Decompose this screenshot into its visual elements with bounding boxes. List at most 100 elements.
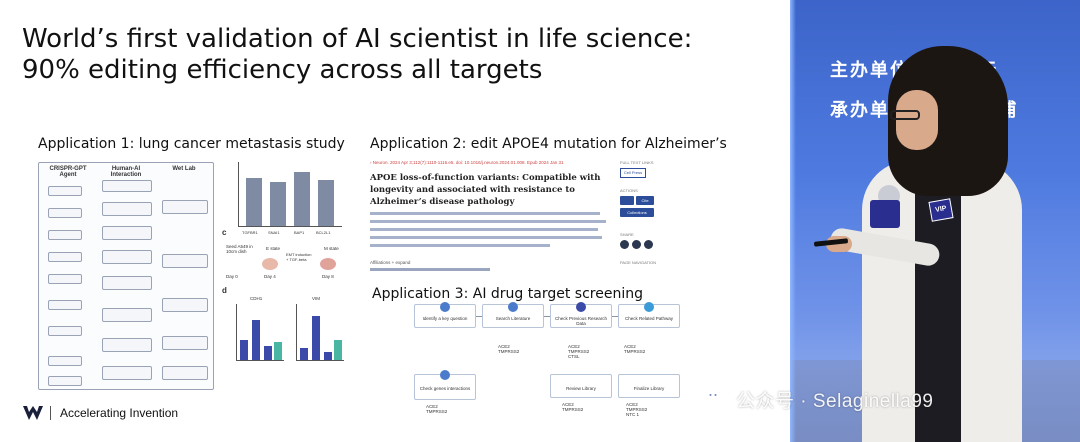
flow-step — [102, 308, 152, 322]
chart-sublabel: VIM — [312, 296, 321, 301]
panel-letter: d — [222, 286, 227, 295]
gene-item: TMPRSS2 — [562, 407, 584, 412]
flow-arrow — [544, 316, 550, 317]
cell-dish-icon — [320, 258, 336, 270]
flow-box: Finalize Library — [618, 374, 680, 398]
flow-step — [48, 208, 82, 218]
screen-edge-glow — [790, 0, 796, 442]
chart-label: SNAI1 — [268, 230, 280, 235]
flow-step — [48, 186, 82, 196]
slide-title: World’s first validation of AI scientist… — [22, 24, 782, 86]
chart-bar — [246, 178, 262, 226]
editing-efficiency-chart: TGFBR1 SNAI1 BAP1 BCL2L1 — [232, 162, 344, 242]
presenter-face — [896, 90, 938, 150]
application-2-label: Application 2: edit APOE4 mutation for A… — [370, 136, 727, 152]
collections-button[interactable]: Collections — [620, 208, 654, 217]
flow-step — [162, 254, 208, 268]
author-line — [370, 212, 600, 215]
slide-title-line-1: World’s first validation of AI scientist… — [22, 24, 693, 54]
chart-bar — [274, 342, 282, 360]
chart-bar — [252, 320, 260, 360]
chart-axis — [296, 304, 297, 360]
paper-citation: › Neuron. 2024 Apr 3;112(7):1110-1116.e5… — [370, 160, 564, 165]
gene-list: ACE2 TMPRSS2 — [562, 402, 583, 412]
panel-letter: c — [222, 228, 227, 237]
chart-axis — [236, 304, 237, 360]
chart-bar — [318, 180, 334, 226]
flow-step — [102, 338, 152, 352]
author-line — [370, 244, 550, 247]
gene-item: ACE2 — [568, 344, 580, 349]
gene-icon — [440, 370, 450, 380]
chart-bar — [264, 346, 272, 360]
slide-title-line-2: 90% editing efficiency across all target… — [22, 55, 543, 85]
presentation-slide: World’s first validation of AI scientist… — [0, 0, 790, 442]
glasses-icon — [890, 110, 920, 120]
gene-list: ACE2 TMPRSS2 — [426, 404, 447, 414]
gene-list: ACE2 TMPRSS2 NTC 1 — [626, 402, 647, 417]
chart-bar — [294, 172, 310, 226]
flow-arrow — [476, 316, 482, 317]
application-3-label: Application 3: AI drug target screening — [372, 286, 643, 302]
apoe-paper-screenshot: › Neuron. 2024 Apr 3;112(7):1110-1116.e5… — [370, 160, 670, 280]
cell-dish-icon — [262, 258, 278, 270]
chart-bar — [240, 340, 248, 360]
gene-item: CTSL — [568, 354, 580, 359]
gene-list: ACE2 TMPRSS2 — [624, 344, 645, 354]
gene-item: TMPRSS2 — [626, 407, 648, 412]
gene-item: ACE2 — [624, 344, 636, 349]
gene-item: TMPRSS2 — [624, 349, 646, 354]
x-share-icon[interactable] — [620, 240, 629, 249]
col-head-agent: CRISPR-GPT Agent — [49, 166, 87, 178]
chart-axis — [236, 360, 284, 361]
lung-cancer-figure: CRISPR-GPT Agent Human-AI Interaction We… — [36, 160, 346, 392]
pathway-icon — [644, 302, 654, 312]
cell-press-link[interactable]: Cell Press — [620, 168, 646, 178]
flow-step — [102, 276, 152, 290]
flow-step — [48, 326, 82, 336]
gene-item: NTC 1 — [626, 412, 640, 417]
vim-chart: VIM — [292, 296, 346, 388]
gene-item: TMPRSS2 — [426, 409, 448, 414]
gene-item: ACE2 — [626, 402, 638, 407]
flow-step — [48, 300, 82, 310]
gene-list: ACE2 TMPRSS2 CTSL — [568, 344, 589, 359]
chart-bar — [270, 182, 286, 226]
drug-target-flow: Identify a key question Search Literatur… — [378, 302, 688, 424]
vip-badge: VIP — [928, 198, 954, 222]
gene-item: ACE2 — [498, 344, 510, 349]
author-line — [370, 228, 598, 231]
chart-label: BAP1 — [294, 230, 305, 235]
flow-step — [48, 230, 82, 240]
col-head-interaction: Human-AI Interaction — [110, 166, 142, 178]
facebook-share-icon[interactable] — [632, 240, 641, 249]
flow-step — [48, 376, 82, 386]
step-text: Day 4 — [264, 274, 276, 279]
chart-axis — [296, 360, 344, 361]
flow-arrow — [612, 316, 618, 317]
step-text: Seed A549 in 10cm dish — [226, 244, 253, 254]
paper-affiliations: Affiliations + expand — [370, 260, 411, 265]
chart-label: TGFBR1 — [242, 230, 258, 235]
paper-ids-line — [370, 268, 490, 271]
footer-tagline: Accelerating Invention — [60, 406, 179, 420]
flow-step — [48, 356, 82, 366]
chart-axis — [238, 226, 342, 227]
col-head-wetlab: Wet Lab — [172, 166, 196, 172]
cdh1-chart: CDH1 — [232, 296, 286, 388]
flow-step — [102, 226, 152, 240]
application-1-label: Application 1: lung cancer metastasis st… — [38, 136, 345, 152]
gene-item: ACE2 — [562, 402, 574, 407]
cite-button[interactable]: Cite — [636, 196, 654, 205]
author-line — [370, 236, 602, 239]
side-label: FULL TEXT LINKS — [620, 160, 654, 165]
flow-step — [102, 180, 152, 192]
emt-process: Seed A549 in 10cm dish E state EMT induc… — [226, 244, 346, 284]
flow-step — [48, 252, 82, 262]
side-label: SHARE — [620, 232, 634, 237]
step-text: E state — [266, 246, 281, 251]
side-button-left[interactable] — [620, 196, 634, 205]
step-text: Day 0 — [226, 274, 238, 279]
chart-bar — [324, 352, 332, 360]
link-share-icon[interactable] — [644, 240, 653, 249]
